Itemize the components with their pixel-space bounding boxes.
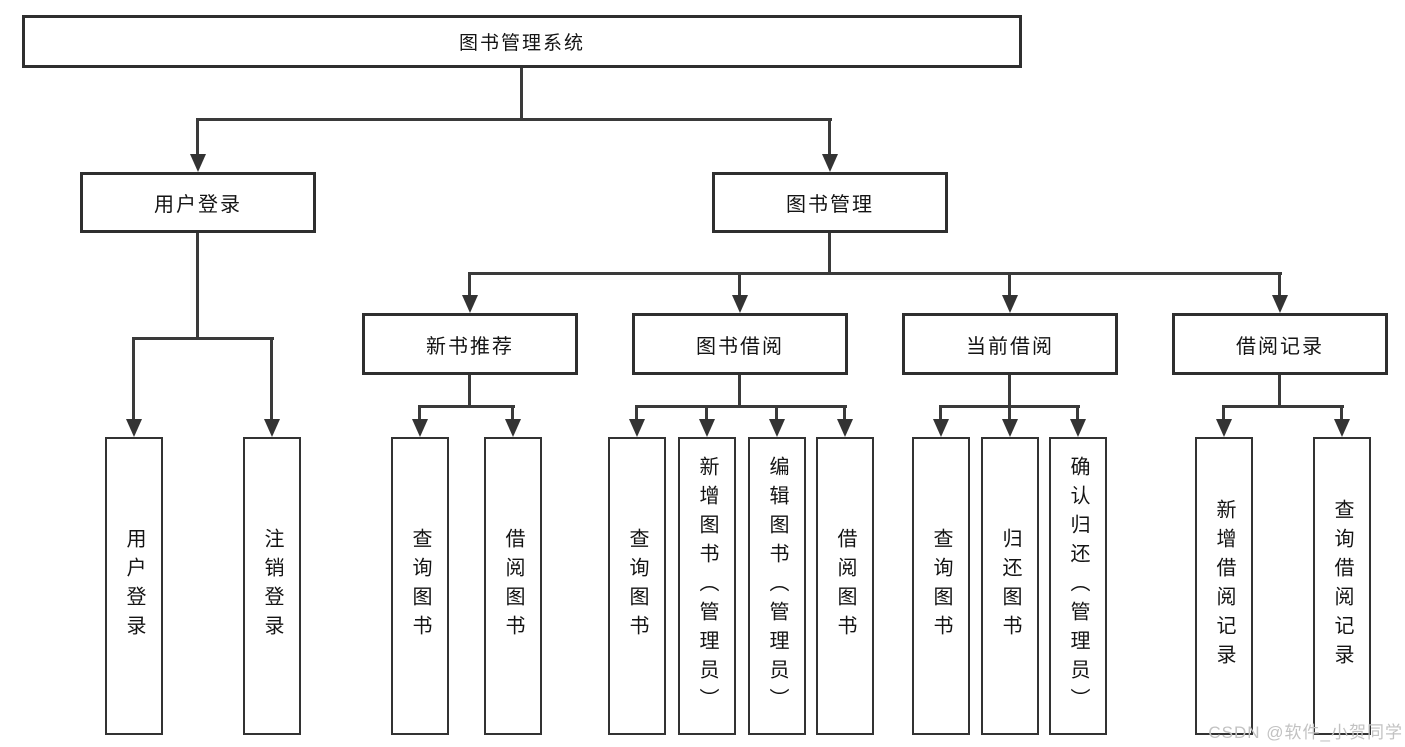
leaf-user-login: 用户登录 (105, 437, 163, 735)
watermark: CSDN @软件_小贺同学 (1208, 723, 1403, 742)
arrow-down-icon (933, 419, 949, 437)
node-borrow-records: 借阅记录 (1172, 313, 1388, 375)
leaf-query-books-3-label: 查询图书 (930, 528, 952, 644)
leaf-query-books-2-label: 查询图书 (626, 528, 648, 644)
arrow-down-icon (1002, 419, 1018, 437)
arrow-down-icon (1216, 419, 1232, 437)
leaf-logout-label: 注销登录 (261, 528, 283, 644)
node-new-book-recommend: 新书推荐 (362, 313, 578, 375)
node-root-label: 图书管理系统 (458, 33, 585, 54)
arrow-down-icon (264, 419, 280, 437)
connector-line (511, 405, 514, 421)
connector-line (635, 405, 638, 421)
node-user-login: 用户登录 (80, 172, 316, 233)
node-borrow-records-label: 借阅记录 (1236, 335, 1324, 358)
arrow-down-icon (1070, 419, 1086, 437)
connector-line (132, 337, 274, 340)
arrow-down-icon (1334, 419, 1350, 437)
connector-line (520, 68, 523, 121)
arrow-down-icon (629, 419, 645, 437)
node-current-borrow: 当前借阅 (902, 313, 1118, 375)
leaf-borrow-books-1: 借阅图书 (484, 437, 542, 735)
connector-line (1340, 405, 1343, 421)
connector-line (635, 405, 847, 408)
leaf-borrow-books-2-label: 借阅图书 (834, 528, 856, 644)
leaf-user-login-label: 用户登录 (123, 528, 145, 644)
connector-line (1278, 272, 1281, 298)
connector-line (775, 405, 778, 421)
leaf-query-borrow-record-label: 查询借阅记录 (1331, 499, 1353, 673)
node-book-borrow-label: 图书借阅 (696, 335, 784, 358)
connector-line (468, 272, 1282, 275)
connector-line (1076, 405, 1079, 421)
leaf-query-books-2: 查询图书 (608, 437, 666, 735)
connector-line (132, 337, 135, 421)
connector-line (468, 272, 471, 298)
arrow-down-icon (1002, 295, 1018, 313)
connector-line (196, 118, 199, 156)
connector-line (468, 375, 471, 408)
connector-line (1278, 375, 1281, 408)
node-book-borrow: 图书借阅 (632, 313, 848, 375)
node-book-management: 图书管理 (712, 172, 948, 233)
connector-line (1008, 405, 1011, 421)
connector-line (738, 375, 741, 408)
connector-line (418, 405, 515, 408)
connector-line (738, 272, 741, 298)
connector-line (939, 405, 942, 421)
arrow-down-icon (505, 419, 521, 437)
connector-line (1222, 405, 1225, 421)
arrow-down-icon (412, 419, 428, 437)
connector-line (843, 405, 846, 421)
leaf-query-books-1-label: 查询图书 (409, 528, 431, 644)
connector-line (828, 233, 831, 275)
arrow-down-icon (190, 154, 206, 172)
connector-line (1008, 272, 1011, 298)
leaf-logout: 注销登录 (243, 437, 301, 735)
leaf-return-book: 归还图书 (981, 437, 1039, 735)
arrow-down-icon (837, 419, 853, 437)
connector-line (1222, 405, 1344, 408)
leaf-edit-book-admin-label: 编辑图书（管理员） (766, 455, 788, 717)
node-user-login-label: 用户登录 (154, 194, 242, 216)
leaf-add-book-admin-label: 新增图书（管理员） (696, 455, 718, 717)
arrow-down-icon (769, 419, 785, 437)
connector-line (828, 118, 831, 156)
leaf-confirm-return-admin: 确认归还（管理员） (1049, 437, 1107, 735)
leaf-borrow-books-1-label: 借阅图书 (502, 528, 524, 644)
arrow-down-icon (462, 295, 478, 313)
arrow-down-icon (822, 154, 838, 172)
connector-line (196, 233, 199, 340)
connector-line (705, 405, 708, 421)
node-new-book-recommend-label: 新书推荐 (426, 335, 514, 358)
leaf-borrow-books-2: 借阅图书 (816, 437, 874, 735)
node-current-borrow-label: 当前借阅 (966, 335, 1054, 358)
leaf-query-books-3: 查询图书 (912, 437, 970, 735)
arrow-down-icon (126, 419, 142, 437)
leaf-add-book-admin: 新增图书（管理员） (678, 437, 736, 735)
leaf-query-books-1: 查询图书 (391, 437, 449, 735)
leaf-return-book-label: 归还图书 (999, 528, 1021, 644)
leaf-query-borrow-record: 查询借阅记录 (1313, 437, 1371, 735)
leaf-add-borrow-record-label: 新增借阅记录 (1213, 499, 1235, 673)
leaf-edit-book-admin: 编辑图书（管理员） (748, 437, 806, 735)
arrow-down-icon (1272, 295, 1288, 313)
leaf-confirm-return-admin-label: 确认归还（管理员） (1067, 455, 1089, 717)
connector-line (418, 405, 421, 421)
arrow-down-icon (699, 419, 715, 437)
leaf-add-borrow-record: 新增借阅记录 (1195, 437, 1253, 735)
arrow-down-icon (732, 295, 748, 313)
connector-line (270, 337, 273, 421)
connector-line (1008, 375, 1011, 408)
node-root: 图书管理系统 (22, 15, 1022, 68)
connector-line (196, 118, 832, 121)
node-book-management-label: 图书管理 (786, 194, 874, 216)
